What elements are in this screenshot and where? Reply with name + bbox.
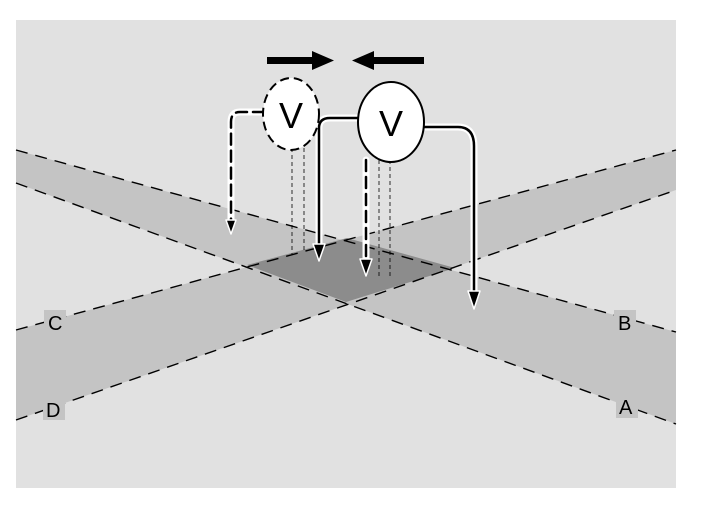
label-d-group: D: [43, 396, 65, 422]
line-d: [15, 189, 677, 421]
label-c: C: [48, 313, 62, 335]
label-d: D: [46, 400, 60, 422]
line-a: [15, 182, 677, 425]
voltmeter-solid-label: V: [379, 103, 403, 144]
arrow-right: [267, 51, 334, 70]
probe-dashed-left: [225, 108, 268, 235]
probe-dashed-center: [359, 156, 373, 277]
probe-solid-left: [312, 114, 364, 262]
label-a-group: A: [616, 394, 638, 419]
label-c-group: C: [44, 310, 66, 335]
label-a: A: [619, 397, 633, 419]
line-b: [15, 149, 677, 333]
label-b-group: B: [614, 310, 636, 335]
voltmeter-dashed: V: [262, 77, 320, 151]
line-c: [15, 149, 677, 331]
voltmeter-solid: V: [357, 81, 425, 163]
probe-solid-right: [420, 123, 481, 310]
label-b: B: [618, 313, 631, 335]
overlap-region: [247, 238, 455, 302]
voltmeter-dashed-label: V: [279, 95, 303, 136]
arrow-left: [352, 51, 424, 70]
